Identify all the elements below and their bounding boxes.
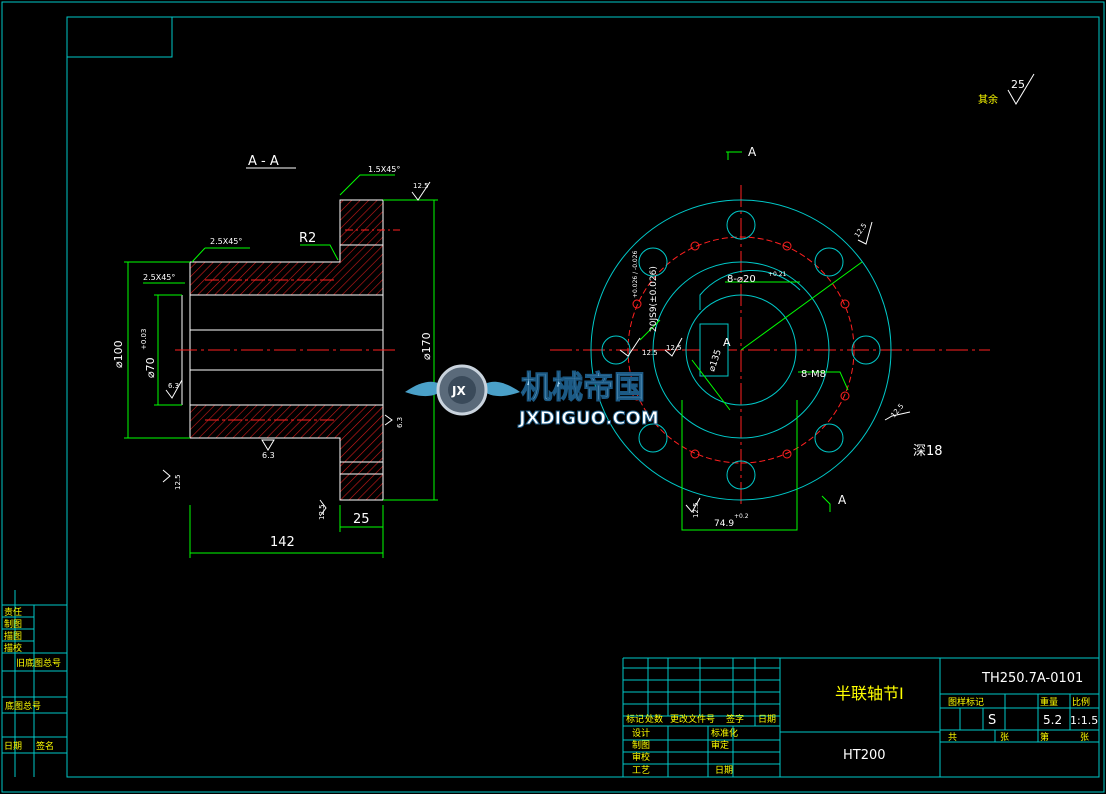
- section-view: A - A 142 25 R2 1.5X45°: [112, 154, 438, 558]
- svg-text:共: 共: [948, 732, 957, 743]
- view-arrow-top: A: [748, 145, 757, 159]
- bolt-holes: [601, 210, 881, 490]
- svg-text:图样标记: 图样标记: [948, 696, 984, 708]
- material: HT200: [843, 748, 886, 763]
- dim-length-142: 142: [270, 535, 295, 550]
- chamfer-3: 2.5X45°: [143, 273, 175, 282]
- svg-text:审校: 审校: [632, 751, 650, 763]
- roughness-marks-right: 12.5 12.5 12.5 12.5 12.5: [619, 222, 911, 518]
- weight-value: 5.2: [1043, 713, 1062, 727]
- thread-holes: [632, 241, 850, 459]
- watermark-emblem: JX: [451, 384, 466, 398]
- svg-text:第: 第: [1040, 731, 1049, 743]
- svg-text:旧底图总号: 旧底图总号: [16, 657, 61, 669]
- chamfer-2: 2.5X45°: [210, 237, 242, 246]
- svg-text:12.5: 12.5: [318, 504, 326, 520]
- svg-text:+0.21: +0.21: [768, 271, 787, 278]
- svg-text:12.5: 12.5: [174, 474, 182, 490]
- bore-circle: [685, 294, 797, 406]
- lower-wall-hatch: [189, 404, 384, 501]
- bolt-circle: [627, 236, 855, 464]
- svg-text:12.5: 12.5: [853, 222, 868, 239]
- svg-text:重量: 重量: [1040, 696, 1058, 708]
- dim-dia-70: ⌀70: [144, 357, 157, 378]
- svg-text:6.3: 6.3: [168, 382, 179, 390]
- svg-text:12.5: 12.5: [692, 502, 700, 518]
- svg-text:签名: 签名: [36, 740, 54, 752]
- dim-flange-25: 25: [353, 512, 370, 527]
- watermark-brand-cn: 机械帝国: [521, 370, 645, 406]
- svg-text:日期: 日期: [4, 741, 22, 752]
- svg-text:6.3: 6.3: [262, 451, 275, 460]
- section-label: A - A: [248, 154, 279, 169]
- svg-text:6.3: 6.3: [396, 417, 404, 428]
- view-arrow-bottom: A: [838, 493, 847, 507]
- dim-dia-170: ⌀170: [420, 332, 433, 360]
- part-name: 半联轴节Ⅰ: [835, 684, 904, 703]
- holes-dim: 8-⌀20: [727, 274, 756, 285]
- svg-text:张: 张: [1080, 732, 1089, 743]
- svg-text:设计: 设计: [632, 727, 650, 739]
- scale-value: 1:1.5: [1070, 714, 1098, 727]
- svg-text:签字: 签字: [726, 713, 744, 725]
- inner-border: [66, 16, 1100, 778]
- svg-text:12.5: 12.5: [413, 182, 429, 190]
- svg-text:日期: 日期: [758, 714, 776, 725]
- svg-text:+0.026 / -0.026: +0.026 / -0.026: [632, 250, 639, 298]
- dim-dia-100: ⌀100: [112, 340, 125, 368]
- center-label: A: [723, 336, 731, 349]
- svg-text:日期: 日期: [715, 765, 733, 776]
- upper-flange-hatch: [339, 199, 384, 246]
- svg-text:12.5: 12.5: [666, 344, 682, 352]
- mark-value: S: [988, 713, 996, 728]
- svg-text:标准化: 标准化: [711, 727, 738, 739]
- svg-text:+0.2: +0.2: [734, 513, 749, 520]
- svg-text:描校: 描校: [4, 642, 22, 654]
- other-surfaces-roughness: 25: [1011, 78, 1025, 91]
- dim-dia-70-tol: +0.03: [140, 329, 148, 350]
- corner-box: [66, 16, 173, 58]
- depth-18-label: 深18: [913, 444, 943, 459]
- svg-text:制图: 制图: [632, 739, 650, 751]
- roughness-marks-left: 12.5 6.3 6.3 6.3 12.5 12.5: [162, 181, 431, 520]
- end-view: A A A 8-⌀20 +0.21 8-M8 20JS9(±0.026) +0.…: [550, 73, 1035, 531]
- svg-text:工艺: 工艺: [632, 765, 650, 776]
- svg-text:责任: 责任: [4, 606, 22, 618]
- svg-text:制图: 制图: [4, 618, 22, 630]
- other-surfaces-note: 其余: [978, 93, 998, 106]
- svg-text:标记: 标记: [626, 713, 644, 725]
- svg-text:12.5: 12.5: [889, 402, 905, 419]
- watermark-brand-en: JXDIGUO.COM: [517, 408, 659, 429]
- svg-text:12.5: 12.5: [642, 349, 658, 357]
- keyway-depth-dim: 74.9: [714, 519, 734, 529]
- outer-flange-circle: [590, 199, 892, 501]
- svg-text:张: 张: [1000, 732, 1009, 743]
- upper-wall-hatch: [189, 244, 384, 296]
- svg-text:更改文件号: 更改文件号: [670, 713, 715, 725]
- svg-text:描图: 描图: [4, 630, 22, 642]
- radius-label: R2: [299, 231, 316, 246]
- watermark-logo: JX 机械帝国 JXDIGUO.COM: [405, 364, 659, 430]
- svg-text:审定: 审定: [711, 739, 729, 751]
- svg-text:处数: 处数: [645, 713, 663, 725]
- left-column-table: 责任 制图 描图 描校 旧底图总号 底图总号 日期 签名: [2, 590, 67, 777]
- svg-text:比例: 比例: [1072, 696, 1090, 708]
- threads-dim: 8-M8: [801, 369, 826, 380]
- keyway-dim: 20JS9(±0.026): [649, 266, 659, 332]
- svg-text:底图总号: 底图总号: [5, 700, 41, 712]
- title-block: 标记 处数 更改文件号 签字 日期 设计 制图 审校 工艺 标准化 审定 日期 …: [622, 657, 1099, 777]
- drawing-number: TH250.7A-0101: [981, 671, 1083, 686]
- chamfer-1: 1.5X45°: [368, 165, 400, 174]
